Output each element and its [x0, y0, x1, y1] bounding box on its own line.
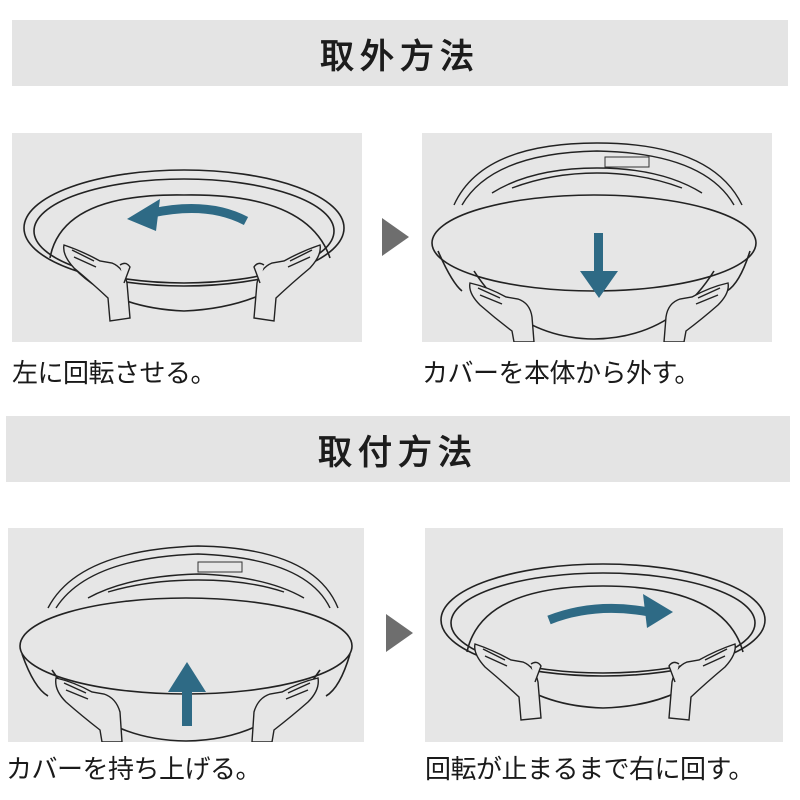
left-hand-icon: [474, 643, 542, 721]
step-caption-lift-cover: カバーを持ち上げる。: [6, 755, 262, 785]
left-hand-icon: [469, 282, 535, 342]
left-hand-icon: [63, 244, 131, 322]
up-arrow-icon: [168, 662, 206, 726]
step-caption-remove-cover: カバーを本体から外す。: [422, 359, 700, 389]
step-caption-rotate-left: 左に回転させる。: [12, 359, 217, 389]
section-title-install: 取付方法: [318, 432, 478, 473]
ceiling-light-icon: [440, 563, 766, 721]
down-arrow-icon: [580, 233, 618, 298]
section-header-install: 取付方法: [6, 416, 790, 482]
section-header-remove: 取外方法: [12, 20, 788, 86]
section-title-remove: 取外方法: [320, 36, 480, 77]
ceiling-light-icon: [19, 545, 353, 742]
rotate-left-arrow-icon: [127, 199, 249, 231]
left-hand-icon: [55, 677, 123, 742]
next-step-triangle-icon: [382, 218, 409, 256]
rotate-right-arrow-icon: [547, 594, 673, 628]
illustration-lift-cover: [8, 528, 364, 742]
step-caption-rotate-right: 回転が止まるまで右に回す。: [425, 755, 754, 785]
next-step-triangle-icon: [386, 614, 413, 652]
right-hand-icon: [663, 282, 729, 342]
ceiling-light-icon: [431, 142, 757, 342]
right-hand-icon: [253, 244, 321, 322]
illustration-remove-cover: [422, 133, 772, 342]
right-hand-icon: [251, 677, 319, 742]
illustration-rotate-right: [425, 528, 783, 742]
right-hand-icon: [668, 643, 736, 721]
illustration-rotate-left: [12, 133, 362, 342]
ceiling-light-icon: [23, 169, 345, 322]
